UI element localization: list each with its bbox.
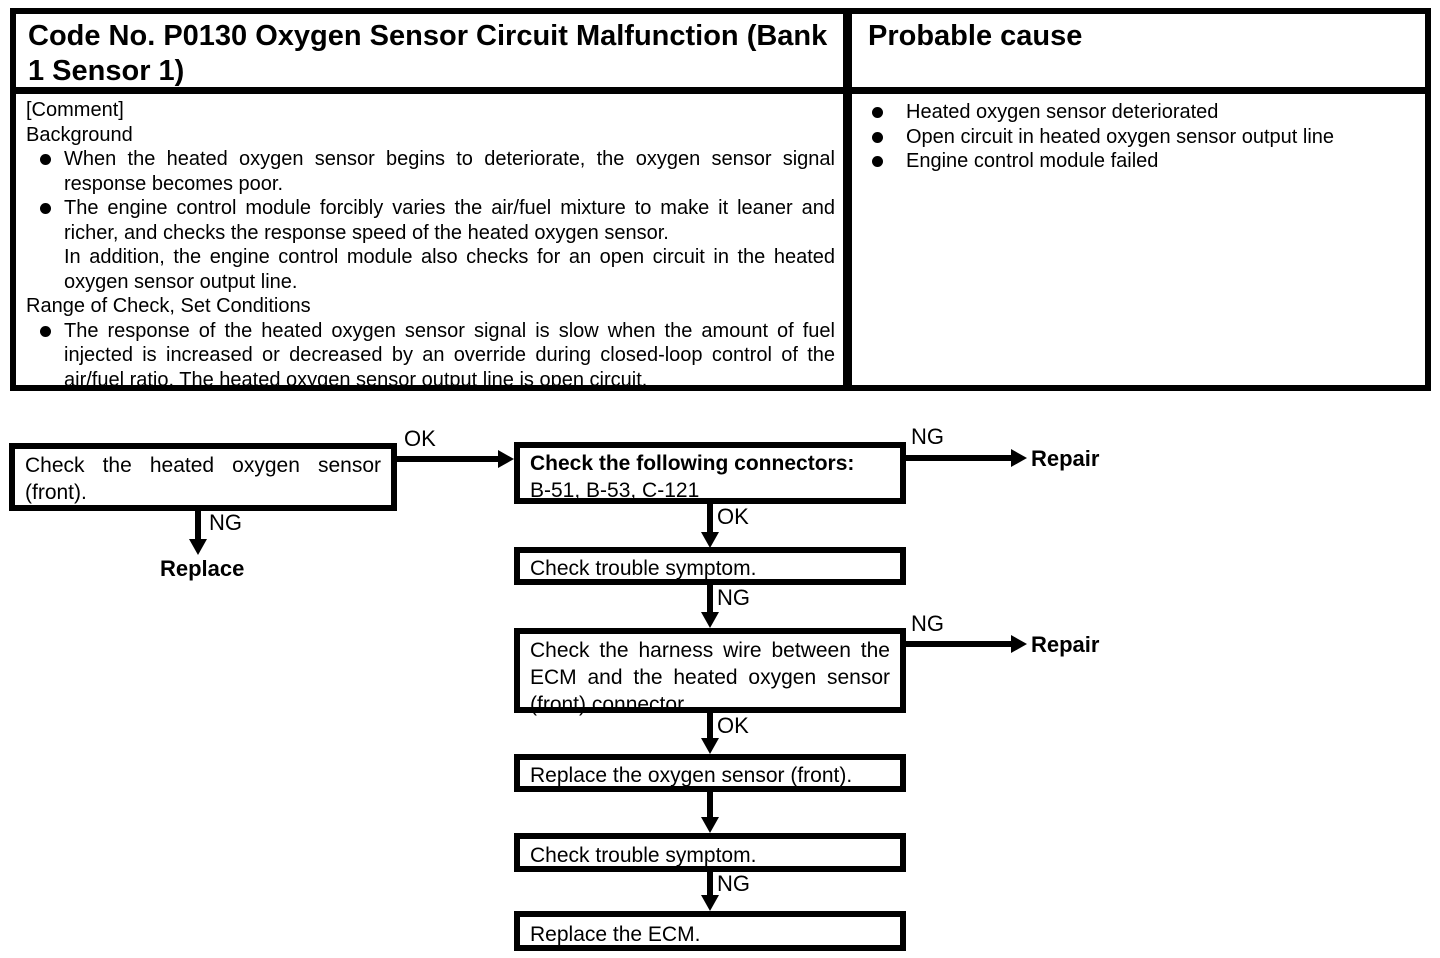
flow-result-replace: Replace [160, 556, 245, 581]
arrow-shaft [707, 504, 713, 534]
dtc-code-title: Code No. P0130 Oxygen Sensor Circuit Mal… [16, 14, 852, 94]
flow-result-repair: Repair [1031, 632, 1100, 657]
arrow-head-icon [1011, 635, 1027, 653]
flow-box-replace-sensor: Replace the oxygen sensor (front). [514, 754, 906, 792]
flow-box-replace-ecm: Replace the ECM. [514, 911, 906, 951]
flow-box-check-symptom-2: Check trouble symptom. [514, 833, 906, 872]
probable-cause-text: Heated oxygen sensor deteriorated [906, 101, 1219, 123]
flow-box-check-symptom-1: Check trouble symptom. [514, 547, 906, 585]
flow-box-text: Replace the oxygen sensor (front). [530, 764, 853, 787]
arrow-shaft [906, 641, 1012, 647]
arrow-head-icon [701, 817, 719, 833]
arrow-head-icon [498, 450, 514, 468]
probable-cause-text: Open circuit in heated oxygen sensor out… [906, 125, 1335, 148]
probable-cause-item: Heated oxygen sensor deteriorated [864, 100, 1415, 125]
flow-box-text: Check the following connectors: [530, 452, 855, 475]
flow-label-ng: NG [911, 424, 944, 449]
background-bullet: When the heated oxygen sensor begins to … [26, 147, 837, 196]
arrow-head-icon [189, 539, 207, 555]
flow-label-ng: NG [717, 585, 750, 610]
dtc-comment-cell: [Comment] Background When the heated oxy… [16, 94, 852, 385]
probable-cause-item: Open circuit in heated oxygen sensor out… [864, 125, 1415, 150]
arrow-shaft [707, 792, 713, 819]
bullet-icon [864, 125, 906, 150]
arrow-shaft [195, 511, 201, 541]
flow-label-ng: NG [911, 611, 944, 636]
bullet-icon [26, 147, 64, 196]
range-bullet: The response of the heated oxygen sensor… [26, 319, 837, 386]
background-heading: Background [26, 123, 133, 146]
probable-cause-header: Probable cause [852, 14, 1425, 94]
arrow-shaft [397, 456, 499, 462]
arrow-shaft [707, 585, 713, 614]
bullet-icon [26, 196, 64, 245]
flow-box-text: Replace the ECM. [530, 923, 701, 946]
flow-box-text: Check the heated oxygen sensor (front). [25, 454, 381, 504]
flow-result-repair: Repair [1031, 446, 1100, 471]
background-continuation: In addition, the engine control module a… [64, 246, 835, 293]
arrow-head-icon [701, 738, 719, 754]
probable-cause-cell: Heated oxygen sensor deteriorated Open c… [852, 94, 1425, 385]
bullet-icon [864, 100, 906, 125]
probable-cause-item: Engine control module failed [864, 149, 1415, 174]
comment-tag: [Comment] [26, 99, 124, 121]
bullet-text: When the heated oxygen sensor begins to … [64, 148, 835, 195]
bullet-icon [26, 319, 64, 386]
dtc-table: Code No. P0130 Oxygen Sensor Circuit Mal… [10, 8, 1431, 391]
arrow-shaft [707, 713, 713, 740]
flow-label-ok: OK [717, 504, 749, 529]
arrow-shaft [906, 455, 1012, 461]
background-bullet: The engine control module forcibly varie… [26, 196, 837, 245]
arrow-head-icon [1011, 449, 1027, 467]
bullet-icon [864, 149, 906, 174]
flow-box-text: B-51, B-53, C-121 [530, 479, 700, 502]
range-heading: Range of Check, Set Conditions [26, 295, 311, 317]
flow-box-text: Check trouble symptom. [530, 557, 757, 580]
arrow-head-icon [701, 612, 719, 628]
bullet-text: The response of the heated oxygen sensor… [64, 319, 835, 386]
arrow-shaft [707, 872, 713, 897]
flow-box-check-harness: Check the harness wire between the ECM a… [514, 628, 906, 716]
flow-label-ok: OK [717, 713, 749, 738]
flow-label-ng: NG [209, 510, 242, 535]
bullet-text: The engine control module forcibly varie… [64, 197, 835, 244]
flow-label-ng: NG [717, 871, 750, 896]
flow-box-check-sensor: Check the heated oxygen sensor (front). [9, 443, 397, 511]
flow-box-text: Check the harness wire between the ECM a… [530, 639, 890, 716]
arrow-head-icon [701, 895, 719, 911]
flow-box-text: Check trouble symptom. [530, 844, 757, 867]
flow-label-ok: OK [404, 426, 436, 451]
arrow-head-icon [701, 532, 719, 548]
flow-box-check-connectors: Check the following connectors: B-51, B-… [514, 442, 906, 504]
probable-cause-text: Engine control module failed [906, 150, 1159, 172]
